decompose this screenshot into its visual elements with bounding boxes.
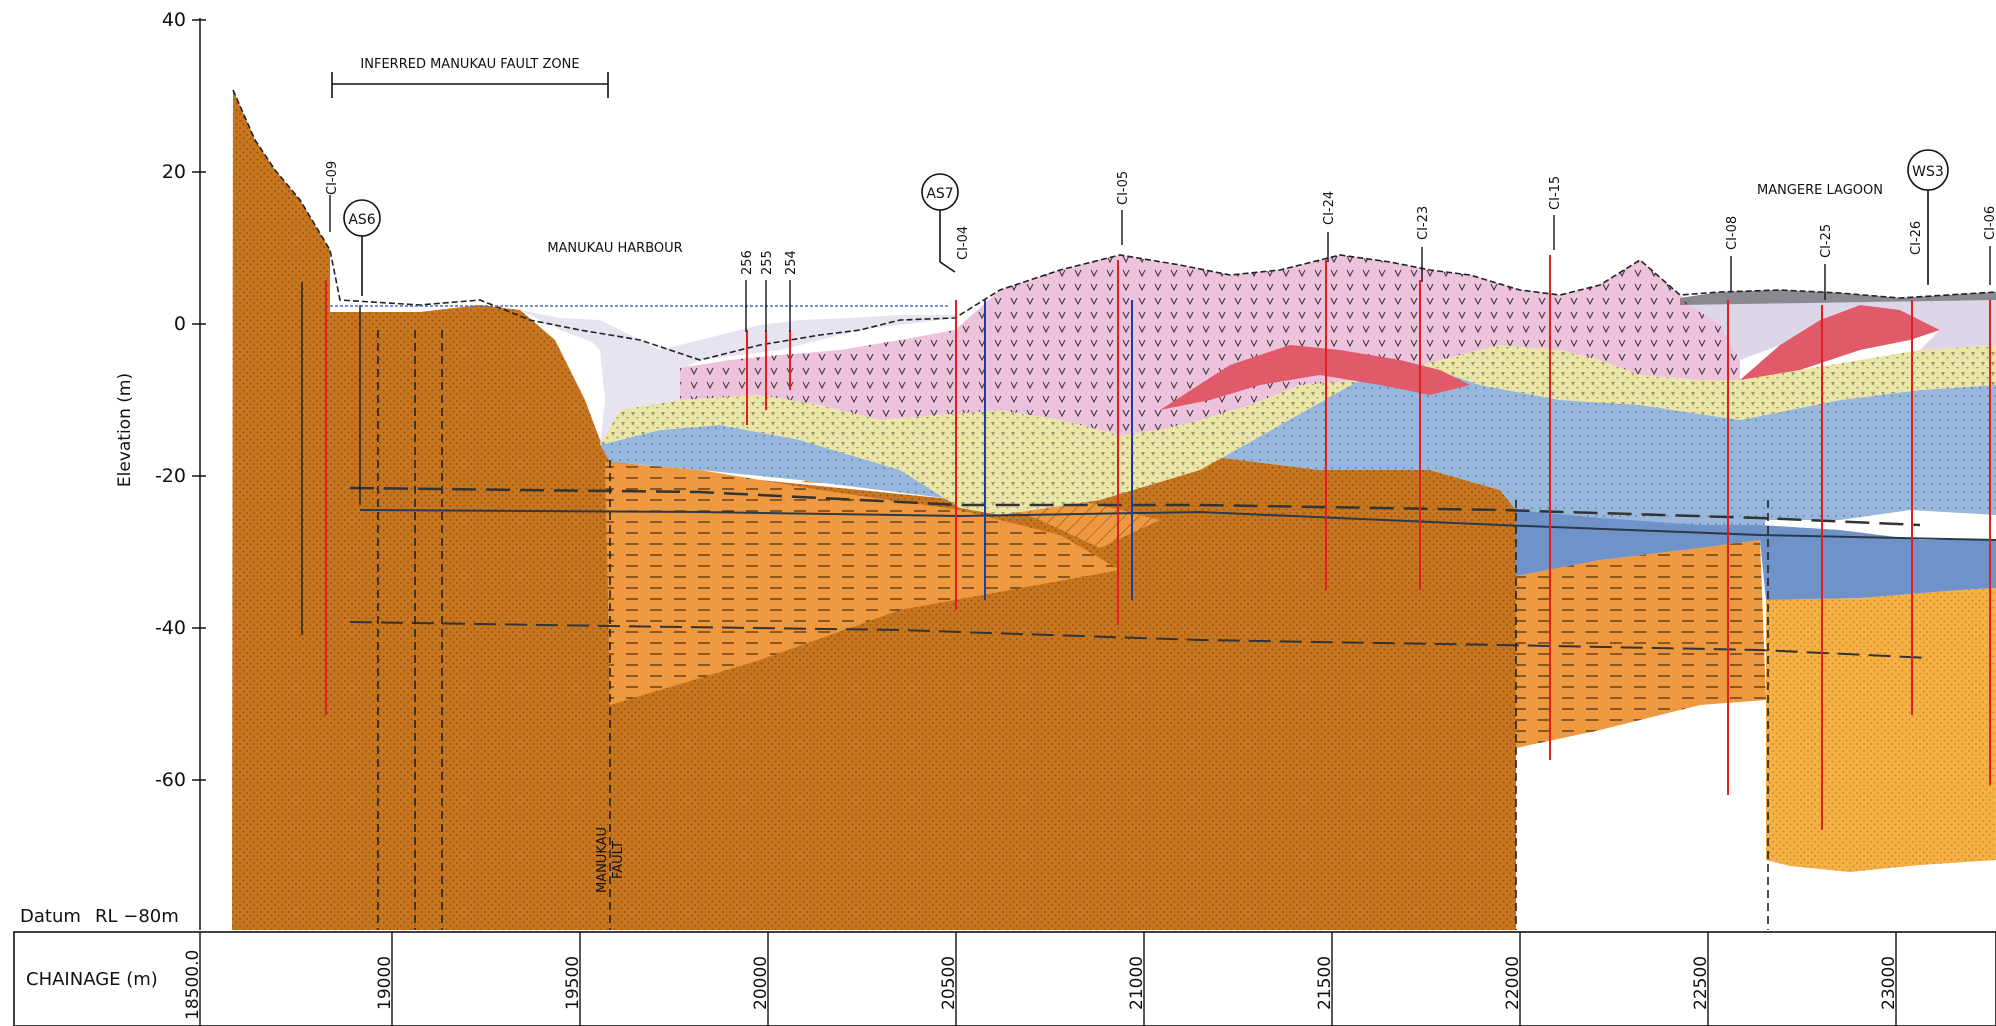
svg-text:AS6: AS6 xyxy=(348,212,375,228)
chainage-tick-20500: 20500 xyxy=(939,956,959,1010)
chainage-label: CHAINAGE (m) xyxy=(26,969,158,990)
chainage-tick-23000: 23000 xyxy=(1879,956,1899,1010)
y-tick-minus20: -20 xyxy=(155,465,186,487)
y-tick-minus40: -40 xyxy=(155,617,186,639)
borehole-labels: CI-09 256 255 254 CI-04 CI-05 CI-24 CI-2… xyxy=(325,161,1996,332)
lagoon-label: MANGERE LAGOON xyxy=(1757,183,1883,198)
bh-ci-23: CI-23 xyxy=(1416,206,1431,240)
chainage-tick-21000: 21000 xyxy=(1127,956,1147,1010)
bh-ci-26: CI-26 xyxy=(1909,221,1924,255)
layer-red-tuff-right xyxy=(1740,300,1940,380)
fault-label-1: MANUKAU xyxy=(595,827,610,893)
station-as7: AS7 xyxy=(921,173,959,273)
datum-value: RL −80m xyxy=(95,906,179,927)
y-tick-0: 0 xyxy=(174,313,186,335)
bh-254: 254 xyxy=(784,250,799,275)
bh-ci-08: CI-08 xyxy=(1725,216,1740,250)
chainage-table: CHAINAGE (m) 18500.0 19000 19500 20000 2… xyxy=(13,931,1996,1026)
harbour-label: MANUKAU HARBOUR xyxy=(547,241,682,256)
chainage-tick-19500: 19500 xyxy=(563,956,583,1010)
layer-blue-dark xyxy=(1516,510,1996,600)
station-ws3: WS3 xyxy=(1907,149,1949,285)
bh-255: 255 xyxy=(760,250,775,275)
strata xyxy=(232,90,1996,930)
bh-ci-06: CI-06 xyxy=(1983,206,1996,240)
chainage-tick-18500: 18500.0 xyxy=(183,950,203,1020)
fault-zone-label: INFERRED MANUKAU FAULT ZONE xyxy=(360,57,579,72)
bh-256: 256 xyxy=(740,250,755,275)
chainage-tick-22000: 22000 xyxy=(1503,956,1523,1010)
borehole-lines xyxy=(301,255,1991,830)
datum-label: Datum xyxy=(20,906,81,927)
ground-surface xyxy=(232,89,1996,361)
chainage-tick-22500: 22500 xyxy=(1691,956,1711,1010)
chainage-tick-20000: 20000 xyxy=(751,956,771,1010)
bh-ci-24: CI-24 xyxy=(1322,191,1337,225)
y-axis-label: Elevation (m) xyxy=(115,373,135,487)
chainage-tick-19000: 19000 xyxy=(375,956,395,1010)
bh-ci-05: CI-05 xyxy=(1116,171,1131,205)
bh-ci-09: CI-09 xyxy=(325,161,340,195)
fault-label-2: FAULT xyxy=(611,841,626,879)
svg-text:WS3: WS3 xyxy=(1912,164,1944,180)
fault-zone-marker: INFERRED MANUKAU FAULT ZONE xyxy=(331,57,609,98)
bh-ci-15: CI-15 xyxy=(1548,176,1563,210)
chainage-tick-21500: 21500 xyxy=(1315,956,1335,1010)
svg-text:AS7: AS7 xyxy=(926,186,953,202)
station-as6: AS6 xyxy=(343,199,381,296)
layer-surface-right xyxy=(1680,290,1996,360)
y-axis: 40 20 0 -20 -40 -60 Elevation (m) Datum … xyxy=(20,9,206,930)
fault-lines xyxy=(377,330,1769,930)
bh-ci-25: CI-25 xyxy=(1819,224,1834,258)
y-tick-minus60: -60 xyxy=(155,769,186,791)
y-tick-20: 20 xyxy=(162,161,186,183)
layer-red-tuff xyxy=(1160,345,1470,410)
y-tick-40: 40 xyxy=(162,9,186,31)
bh-ci-04: CI-04 xyxy=(956,226,971,260)
layer-harbour-mud-main xyxy=(530,320,700,445)
